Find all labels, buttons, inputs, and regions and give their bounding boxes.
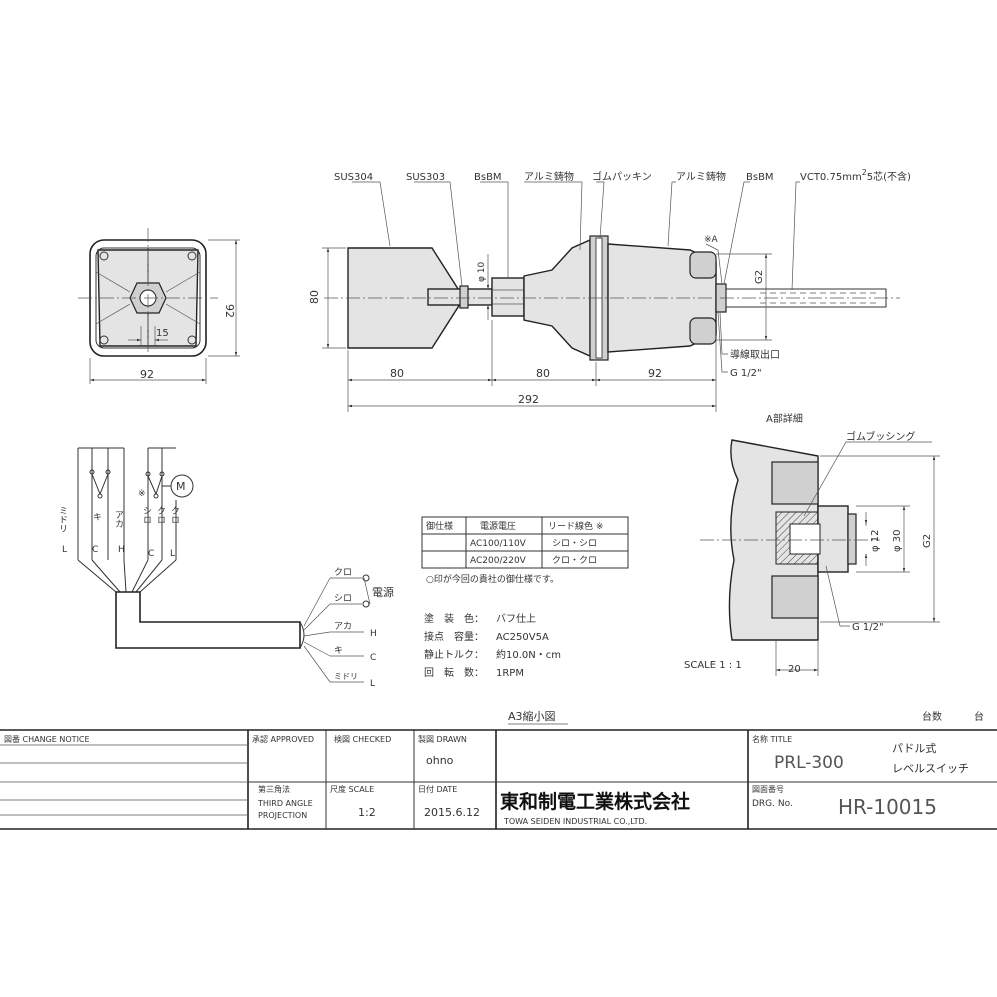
- drawn-by: ohno: [426, 754, 454, 767]
- detail-title: A部詳細: [766, 412, 803, 425]
- out-l: L: [370, 679, 375, 689]
- projection-en-2: PROJECTION: [258, 811, 307, 820]
- terminal-c2: C: [148, 549, 154, 559]
- spec-value-1: AC250V5A: [496, 632, 549, 643]
- rubber-bushing-label: ゴムブッシング: [846, 430, 915, 443]
- material-bsbm-1: BsBM: [474, 172, 502, 183]
- drg-label-en: DRG. No.: [752, 799, 793, 809]
- spec-label-3: 回 転 数：: [424, 666, 484, 679]
- title-jp-1: パドル式: [892, 742, 936, 755]
- change-notice-label: 図番 CHANGE NOTICE: [4, 734, 90, 744]
- spec-table: [421, 516, 629, 569]
- material-cable: VCT0.75mm25芯(不含): [800, 168, 911, 183]
- wiring-note-mark: ※: [138, 489, 146, 499]
- detail-g-half-label: G 1/2": [852, 622, 884, 633]
- terminal-c: C: [92, 545, 98, 555]
- spec-row-0-voltage: AC100/110V: [470, 539, 527, 549]
- out-h: H: [370, 629, 377, 639]
- material-alu-cast-1: アルミ鋳物: [524, 170, 574, 183]
- wire-aka: アカ: [113, 510, 123, 528]
- material-sus304: SUS304: [334, 172, 373, 183]
- lead-outlet-label: 導線取出口: [730, 348, 780, 361]
- out-aka: アカ: [334, 621, 352, 632]
- spec-value-0: バフ仕上: [496, 612, 536, 625]
- side-view: [322, 181, 900, 412]
- drg-label: 図面番号: [752, 784, 784, 794]
- title-block: [0, 729, 997, 830]
- material-sus303: SUS303: [406, 172, 445, 183]
- wire-green: ミドリ: [57, 506, 67, 533]
- dim-len-body: 92: [648, 367, 662, 380]
- out-midori: ミドリ: [334, 672, 358, 681]
- dim-paddle-height: 80: [308, 290, 321, 304]
- dim-detail-20: 20: [788, 664, 801, 675]
- spec-row-1-color: クロ・クロ: [552, 555, 597, 566]
- reduced-label: A3縮小図: [508, 709, 556, 723]
- spec-header-0: 御仕様: [426, 520, 453, 532]
- date-value: 2015.6.12: [424, 806, 480, 819]
- detail-a-view: [700, 439, 940, 676]
- approved-label: 承認 APPROVED: [252, 734, 314, 744]
- scale-note: SCALE 1 : 1: [684, 660, 742, 671]
- dim-front-width: 92: [140, 368, 154, 381]
- out-kuro: クロ: [334, 567, 352, 578]
- terminal-l: L: [62, 545, 67, 555]
- spec-header-1: 電源電圧: [480, 521, 516, 532]
- wire-kuro-sw: クロ: [169, 506, 179, 524]
- dim-total: 292: [518, 393, 539, 406]
- power-label: 電源: [372, 585, 394, 599]
- dim-g2: G2: [754, 270, 765, 284]
- dim-front-height: 92: [223, 304, 236, 318]
- scale-label: 尺度 SCALE: [330, 784, 374, 794]
- title-jp-2: レベルスイッチ: [892, 762, 969, 775]
- title-value: PRL-300: [774, 753, 844, 773]
- projection-label: 第三角法: [258, 784, 290, 794]
- drawn-label: 製図 DRAWN: [418, 734, 467, 744]
- spec-value-2: 約10.0N・cm: [496, 648, 561, 661]
- spec-label-2: 静止トルク：: [424, 648, 484, 661]
- motor-label: M: [176, 480, 186, 493]
- dim-len-mid: 80: [536, 367, 550, 380]
- company-name-en: TOWA SEIDEN INDUSTRIAL CO.,LTD.: [503, 817, 647, 826]
- spec-value-3: 1RPM: [496, 668, 524, 679]
- front-view: [78, 228, 240, 384]
- units-suffix: 台: [974, 710, 984, 723]
- out-shiro: シロ: [334, 594, 352, 604]
- dim-detail-g2: G2: [922, 534, 933, 548]
- wire-kuro: クロ: [155, 506, 165, 524]
- company-name-jp: 東和制電工業株式会社: [500, 790, 690, 813]
- dim-detail-d12: φ 12: [870, 530, 881, 553]
- spec-table-note: ○印が今回の貴社の御仕様です。: [426, 573, 559, 585]
- dim-shaft-dia: φ 10: [477, 261, 487, 282]
- spec-label-1: 接点 容量：: [424, 630, 484, 643]
- spec-row-1-voltage: AC200/220V: [470, 556, 527, 566]
- out-c: C: [370, 653, 376, 663]
- checked-label: 検図 CHECKED: [334, 734, 391, 744]
- dim-front-15: 15: [156, 328, 169, 339]
- out-ki: キ: [334, 646, 343, 656]
- mark-a: ※A: [704, 235, 719, 245]
- material-alu-cast-2: アルミ鋳物: [676, 170, 726, 183]
- terminal-l2: L: [170, 549, 175, 559]
- drg-value: HR-10015: [838, 795, 937, 819]
- units-label: 台数: [922, 710, 942, 723]
- wire-shiro: シロ: [141, 506, 151, 524]
- projection-en-1: THIRD ANGLE: [257, 799, 313, 808]
- material-rubber-packing: ゴムパッキン: [592, 170, 652, 183]
- g-half-label: G 1/2": [730, 368, 762, 379]
- spec-label-0: 塗 装 色：: [424, 612, 484, 625]
- scale-value: 1:2: [358, 806, 376, 819]
- dim-detail-d30: φ 30: [892, 530, 903, 553]
- material-bsbm-2: BsBM: [746, 172, 774, 183]
- dim-len-paddle: 80: [390, 367, 404, 380]
- date-label: 日付 DATE: [418, 784, 457, 794]
- title-label: 名称 TITLE: [752, 734, 792, 744]
- wiring-diagram: [77, 447, 371, 683]
- wire-ki: キ: [91, 512, 101, 521]
- spec-header-2: リード線色 ※: [548, 520, 603, 532]
- spec-row-0-color: シロ・シロ: [552, 539, 597, 549]
- terminal-h: H: [118, 545, 125, 555]
